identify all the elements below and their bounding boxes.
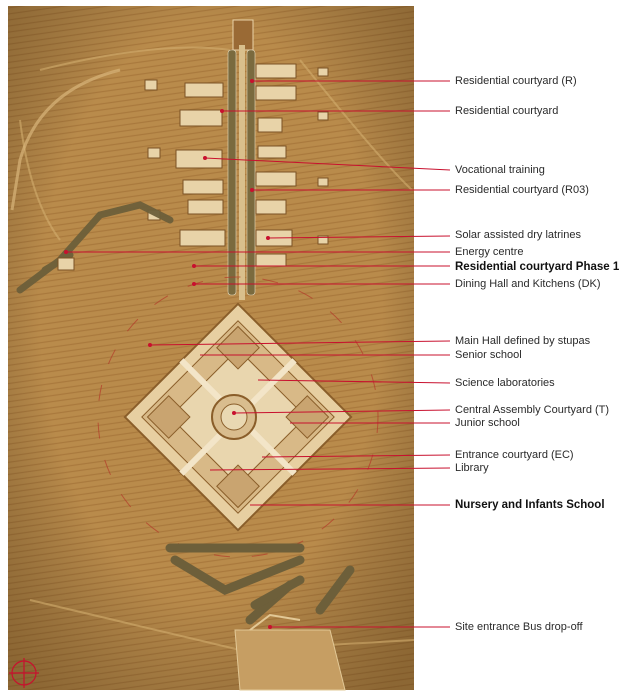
label-residential: Residential courtyard <box>455 105 559 117</box>
label-dining-hall: Dining Hall and Kitchens (DK) <box>455 278 601 290</box>
label-senior-school: Senior school <box>455 349 522 361</box>
bus-dropoff <box>234 613 346 691</box>
energy-centre-block <box>57 257 75 271</box>
stupa-circle <box>97 276 379 558</box>
label-residential-r: Residential courtyard (R) <box>455 75 577 87</box>
label-nursery: Nursery and Infants School <box>455 499 605 511</box>
label-energy-centre: Energy centre <box>455 246 524 258</box>
label-residential-phase1: Residential courtyard Phase 1 <box>455 261 620 273</box>
leader-lines <box>66 80 451 628</box>
label-vocational: Vocational training <box>455 164 545 176</box>
leader-science-labs <box>257 379 451 384</box>
label-entrance-courtyard: Entrance courtyard (EC) <box>455 449 574 461</box>
leader-solar-latrines <box>267 235 451 239</box>
label-central-assembly: Central Assembly Courtyard (T) <box>455 404 610 416</box>
south-tree-belts <box>165 543 355 625</box>
label-main-hall: Main Hall defined by stupas <box>455 335 591 347</box>
residential-blocks-right <box>255 63 329 267</box>
north-compass-icon <box>9 658 39 688</box>
label-junior-school: Junior school <box>455 417 520 429</box>
leader-markers <box>64 79 272 629</box>
label-science-labs: Science laboratories <box>455 377 555 389</box>
leader-central-assembly <box>233 409 451 414</box>
label-site-entrance: Site entrance Bus drop-off <box>455 621 583 633</box>
school-diamond <box>123 302 353 532</box>
leader-library <box>209 467 451 471</box>
residential-blocks-left <box>144 79 226 247</box>
label-library: Library <box>455 462 489 474</box>
label-solar-latrines: Solar assisted dry latrines <box>455 229 581 241</box>
label-residential-r03: Residential courtyard (R03) <box>455 184 589 196</box>
leader-main-hall <box>149 340 451 346</box>
spine-path <box>232 19 254 300</box>
leader-vocational <box>204 157 451 171</box>
leader-entrance-courtyard <box>261 454 451 458</box>
